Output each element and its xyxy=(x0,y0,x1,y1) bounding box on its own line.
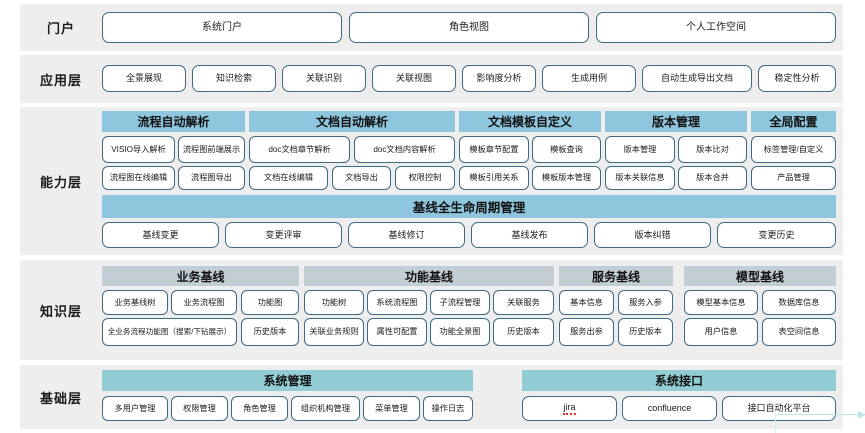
lifecycle-item-baseline-change[interactable]: 基线变更 xyxy=(102,222,219,248)
capability-item-version-management[interactable]: 版本管理 xyxy=(605,136,675,163)
knowledge-group-header-service-baseline: 服务基线 xyxy=(559,266,673,286)
capability-item-doc-content-parse[interactable]: doc文档内容解析 xyxy=(354,136,455,163)
knowledge-item-function-history-version[interactable]: 历史版本 xyxy=(493,318,554,346)
portal-item-role-view[interactable]: 角色视图 xyxy=(349,12,589,43)
knowledge-item-database-info[interactable]: 数据库信息 xyxy=(762,290,836,315)
capability-item-template-query[interactable]: 模板查询 xyxy=(532,136,601,163)
portal-item-personal-workspace[interactable]: 个人工作空间 xyxy=(596,12,836,43)
capability-group-header-doc-template: 文档模板自定义 xyxy=(459,111,601,132)
capability-item-tag-management[interactable]: 标签管理/自定义 xyxy=(751,136,836,163)
decorative-accent-line xyxy=(775,411,865,433)
foundation-group-header-system-interface: 系统接口 xyxy=(522,370,836,391)
layer-band-application: 应用层 全景展现 知识检索 关联识别 关联视图 影响度分析 生成用例 自动生成导… xyxy=(20,55,843,103)
foundation-group-header-system-management: 系统管理 xyxy=(102,370,473,391)
lifecycle-item-version-correction[interactable]: 版本纠错 xyxy=(594,222,711,248)
layer-body-capability: 流程自动解析 文档自动解析 文档模板自定义 版本管理 全局配置 VISIO导入解… xyxy=(102,107,843,255)
knowledge-item-system-flow-chart[interactable]: 系统流程图 xyxy=(367,290,427,315)
layer-body-application: 全景展现 知识检索 关联识别 关联视图 影响度分析 生成用例 自动生成导出文档 … xyxy=(102,55,843,103)
capability-group-header-process-parsing: 流程自动解析 xyxy=(102,111,245,132)
layer-label-foundation: 基础层 xyxy=(39,390,82,406)
app-item-stability-analysis[interactable]: 稳定性分析 xyxy=(758,65,836,92)
capability-group-header-version-mgmt: 版本管理 xyxy=(605,111,747,132)
knowledge-item-attribute-configurable[interactable]: 属性可配置 xyxy=(367,318,427,346)
knowledge-group-header-model-baseline: 模型基线 xyxy=(684,266,836,286)
layer-body-foundation: 系统管理 系统接口 多用户管理 权限管理 角色管理 组织机构管理 菜单管理 操作… xyxy=(102,365,843,429)
capability-item-version-compare[interactable]: 版本比对 xyxy=(678,136,747,163)
knowledge-item-service-basic-info[interactable]: 基本信息 xyxy=(559,290,614,315)
knowledge-item-function-tree[interactable]: 功能树 xyxy=(304,290,364,315)
capability-item-flow-online-edit[interactable]: 流程图在线编辑 xyxy=(102,166,175,190)
lifecycle-item-change-history[interactable]: 变更历史 xyxy=(717,222,836,248)
foundation-item-permission-management[interactable]: 权限管理 xyxy=(171,396,228,421)
layer-band-knowledge: 知识层 业务基线 功能基线 服务基线 模型基线 业务基线树 业务流程图 功能图 … xyxy=(20,260,843,360)
foundation-item-api-automation-platform[interactable]: 接口自动化平台 xyxy=(722,396,836,421)
knowledge-item-subprocess-management[interactable]: 子流程管理 xyxy=(430,290,490,315)
capability-lifecycle-header: 基线全生命周期管理 xyxy=(102,195,836,218)
knowledge-item-business-flow-chart[interactable]: 业务流程图 xyxy=(171,290,237,315)
foundation-item-menu-management[interactable]: 菜单管理 xyxy=(363,396,420,421)
capability-item-doc-export[interactable]: 文档导出 xyxy=(332,166,391,190)
knowledge-item-user-info[interactable]: 用户信息 xyxy=(684,318,758,346)
knowledge-item-service-output-params[interactable]: 服务出参 xyxy=(559,318,614,346)
capability-item-permission-control[interactable]: 权限控制 xyxy=(395,166,455,190)
capability-item-template-reference[interactable]: 模板引用关系 xyxy=(459,166,529,190)
capability-item-flow-export[interactable]: 流程图导出 xyxy=(178,166,245,190)
knowledge-item-related-service[interactable]: 关联服务 xyxy=(493,290,554,315)
capability-group-header-doc-parsing: 文档自动解析 xyxy=(249,111,455,132)
capability-item-doc-online-edit[interactable]: 文档在线编辑 xyxy=(249,166,328,190)
knowledge-item-function-panorama[interactable]: 功能全景图 xyxy=(430,318,490,346)
lifecycle-item-change-review[interactable]: 变更评审 xyxy=(225,222,342,248)
layer-label-capability: 能力层 xyxy=(39,174,82,190)
capability-item-visio-import[interactable]: VISIO导入解析 xyxy=(102,136,175,163)
app-item-relation-recognition[interactable]: 关联识别 xyxy=(282,65,366,92)
knowledge-item-full-business-flow-function-chart[interactable]: 全业务流程功能图（搜索/下钻展示） xyxy=(102,318,237,346)
app-item-knowledge-search[interactable]: 知识检索 xyxy=(192,65,276,92)
knowledge-item-tablespace-info[interactable]: 表空间信息 xyxy=(762,318,836,346)
knowledge-item-model-basic-info[interactable]: 模型基本信息 xyxy=(684,290,758,315)
foundation-item-org-management[interactable]: 组织机构管理 xyxy=(291,396,360,421)
jira-label: jira xyxy=(563,402,576,415)
layer-label-application: 应用层 xyxy=(39,72,82,88)
knowledge-group-header-business-baseline: 业务基线 xyxy=(102,266,299,286)
foundation-item-role-management[interactable]: 角色管理 xyxy=(231,396,288,421)
layer-label-portal: 门户 xyxy=(46,21,75,36)
foundation-item-multiuser-management[interactable]: 多用户管理 xyxy=(102,396,168,421)
capability-item-version-merge[interactable]: 版本合并 xyxy=(678,166,747,190)
portal-item-system-portal[interactable]: 系统门户 xyxy=(102,12,342,43)
capability-item-product-management[interactable]: 产品管理 xyxy=(751,166,836,190)
app-item-impact-analysis[interactable]: 影响度分析 xyxy=(462,65,536,92)
layer-label-knowledge: 知识层 xyxy=(39,303,82,319)
layer-body-knowledge: 业务基线 功能基线 服务基线 模型基线 业务基线树 业务流程图 功能图 全业务流… xyxy=(102,260,843,360)
app-item-auto-export-doc[interactable]: 自动生成导出文档 xyxy=(642,65,752,92)
knowledge-item-business-history-version[interactable]: 历史版本 xyxy=(241,318,299,346)
knowledge-item-function-chart[interactable]: 功能图 xyxy=(241,290,299,315)
app-item-panorama[interactable]: 全景展现 xyxy=(102,65,186,92)
layer-body-portal: 系统门户 角色视图 个人工作空间 xyxy=(102,4,843,51)
layer-band-portal: 门户 系统门户 角色视图 个人工作空间 xyxy=(20,4,843,51)
capability-item-template-version-mgmt[interactable]: 模板版本管理 xyxy=(532,166,601,190)
knowledge-item-service-input-params[interactable]: 服务入参 xyxy=(618,290,673,315)
foundation-item-confluence[interactable]: confluence xyxy=(622,396,717,421)
capability-item-template-chapter-config[interactable]: 模板章节配置 xyxy=(459,136,529,163)
knowledge-group-header-function-baseline: 功能基线 xyxy=(304,266,554,286)
knowledge-item-service-history-version[interactable]: 历史版本 xyxy=(618,318,673,346)
capability-item-version-relation-info[interactable]: 版本关联信息 xyxy=(605,166,675,190)
app-item-generate-usecase[interactable]: 生成用例 xyxy=(542,65,636,92)
decorative-accent-tick xyxy=(775,411,776,433)
knowledge-item-related-business-rule[interactable]: 关联业务规则 xyxy=(304,318,364,346)
foundation-item-jira[interactable]: jira xyxy=(522,396,617,421)
capability-item-flow-frontend-display[interactable]: 流程图前端展示 xyxy=(178,136,245,163)
layer-band-capability: 能力层 流程自动解析 文档自动解析 文档模板自定义 版本管理 全局配置 VISI… xyxy=(20,107,843,255)
foundation-item-operation-log[interactable]: 操作日志 xyxy=(423,396,473,421)
capability-item-doc-chapter-parse[interactable]: doc文档章节解析 xyxy=(249,136,350,163)
lifecycle-item-baseline-revision[interactable]: 基线修订 xyxy=(348,222,465,248)
layer-band-foundation: 基础层 系统管理 系统接口 多用户管理 权限管理 角色管理 组织机构管理 菜单管… xyxy=(20,365,843,429)
capability-group-header-global-config: 全局配置 xyxy=(751,111,836,132)
lifecycle-item-baseline-release[interactable]: 基线发布 xyxy=(471,222,588,248)
app-item-relation-view[interactable]: 关联视图 xyxy=(372,65,456,92)
knowledge-item-business-baseline-tree[interactable]: 业务基线树 xyxy=(102,290,168,315)
